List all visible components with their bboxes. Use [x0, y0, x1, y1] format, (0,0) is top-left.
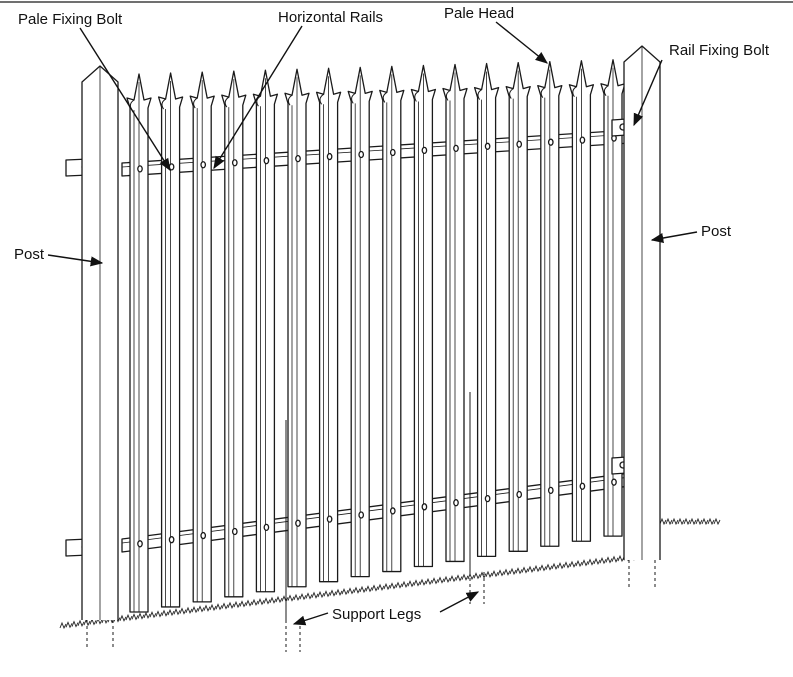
post-left [81, 65, 119, 650]
pale-bolt-upper [358, 150, 365, 159]
pale-curl [572, 86, 577, 98]
pale-bolt-upper [389, 148, 396, 157]
pale-bolt-lower [231, 527, 238, 536]
pale-bolt-lower [358, 511, 365, 519]
pale-curl [540, 87, 546, 98]
pale-bolt-lower [611, 478, 617, 486]
post-right [623, 45, 661, 590]
pale-bolt-lower [200, 531, 207, 540]
pale-bolt-lower [389, 507, 396, 515]
pale-bolt-upper [137, 165, 143, 173]
pale-curl [351, 92, 356, 104]
leader-horizontal-rails [213, 25, 303, 170]
pale-bolt-lower [295, 519, 301, 527]
pale-bolt-lower [484, 494, 491, 503]
label-post-left: Post [14, 246, 45, 263]
label-pale-head: Pale Head [444, 5, 514, 22]
pales [126, 59, 626, 613]
leader-post-left [47, 254, 104, 267]
label-support-legs: Support Legs [332, 606, 421, 623]
leader-pale-fixing-bolt [79, 27, 171, 172]
pale-curl [161, 98, 166, 110]
pale-bolt-upper [484, 142, 491, 150]
pale [505, 61, 531, 552]
pale-bolt-upper [231, 159, 238, 167]
pale [189, 71, 215, 603]
pale-curl [382, 92, 388, 103]
pale-bolt-upper [453, 144, 459, 153]
pale-curl [193, 97, 198, 109]
pale-curl [224, 96, 230, 108]
leader-support-legs-2 [439, 591, 480, 613]
label-post-right: Post [701, 223, 732, 240]
pale-curl [319, 93, 324, 105]
pale-curl [509, 88, 514, 99]
pale-bolt-upper [516, 140, 523, 148]
leader-support-legs-1 [292, 612, 329, 626]
leader-post-right [650, 231, 698, 243]
label-rail-fixing-bolt: Rail Fixing Bolt [669, 42, 770, 59]
pale [568, 60, 595, 542]
pale [284, 68, 310, 588]
pale-bolt-lower [453, 499, 459, 507]
pale [315, 67, 342, 583]
pale [410, 64, 437, 568]
leader-lines [47, 21, 698, 626]
pale [347, 66, 373, 578]
leader-pale-head [495, 21, 548, 64]
pale [126, 73, 152, 613]
pale-bolt-upper [326, 152, 333, 161]
pale-bolt-lower [516, 490, 523, 499]
pale-bolt-lower [326, 515, 333, 523]
pale-bolt-upper [579, 136, 586, 144]
pale [473, 62, 500, 558]
pale [600, 59, 626, 537]
pale-bolt-lower [579, 482, 586, 490]
pale [379, 65, 405, 573]
label-horizontal-rails: Horizontal Rails [278, 9, 383, 26]
pale-curl [603, 85, 609, 97]
pale [537, 61, 563, 547]
pale [252, 69, 279, 593]
pale-bolt-upper [200, 161, 207, 169]
pale-curl [256, 95, 261, 107]
pale-bolt-upper [547, 138, 554, 146]
pale [221, 70, 247, 598]
pale-bolt-upper [263, 157, 270, 165]
posts [81, 45, 661, 650]
pale-curl [477, 89, 482, 100]
pale-curl [414, 91, 419, 102]
pale-bolt-lower [263, 523, 270, 532]
pale-curl [445, 90, 451, 101]
pale-bolt-upper [295, 154, 301, 163]
pale-bolt-upper [421, 146, 428, 155]
pale [157, 72, 184, 608]
pale-curl [287, 94, 293, 106]
leader-rail-fixing-bolt [633, 59, 663, 127]
pale-bolt-lower [137, 540, 143, 548]
pale-bolt-lower [168, 536, 175, 544]
label-pale-fixing-bolt: Pale Fixing Bolt [18, 11, 123, 28]
pale [442, 63, 468, 563]
pale-bolt-lower [421, 503, 428, 511]
pale-bolt-lower [547, 486, 554, 495]
